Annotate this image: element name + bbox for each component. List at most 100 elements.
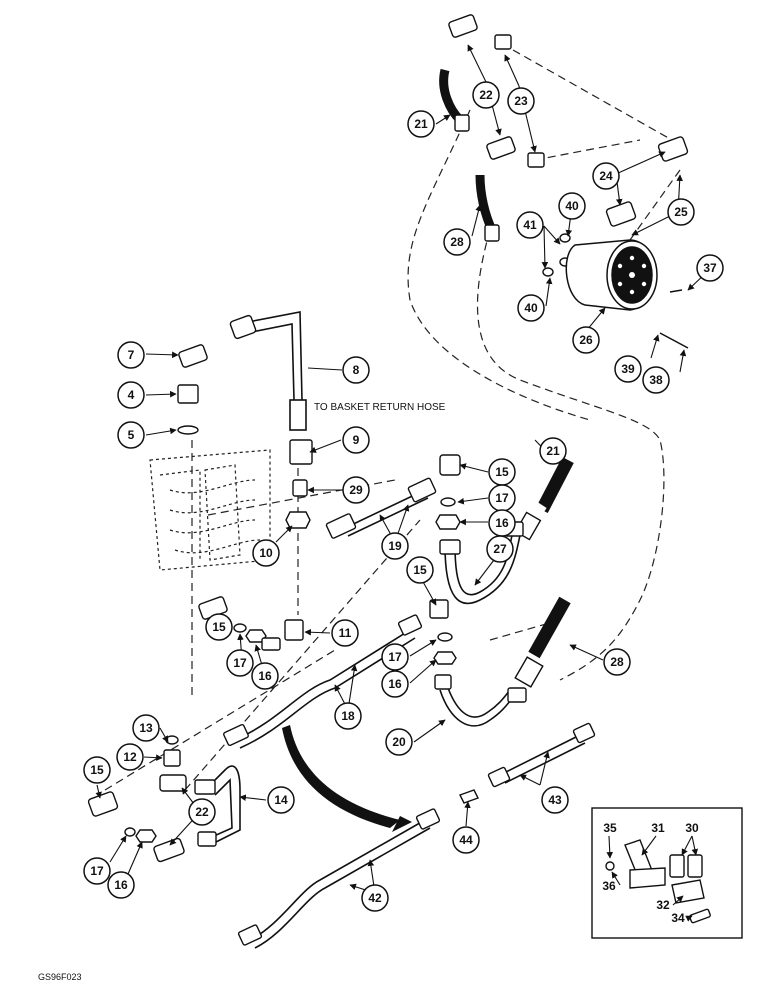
- hydraulic-motor: [565, 239, 689, 349]
- callout-8: 8: [342, 356, 370, 384]
- callout-7: 7: [117, 341, 145, 369]
- callout-17: 17: [83, 857, 111, 885]
- callout-4: 4: [117, 381, 145, 409]
- steel-lines: [204, 311, 586, 949]
- callout-7-label: 7: [128, 348, 135, 362]
- callout-16-label: 16: [258, 669, 272, 683]
- callout-23-label: 23: [514, 94, 528, 108]
- callout-15: 15: [205, 613, 233, 641]
- callout-8-label: 8: [353, 363, 360, 377]
- callout-38: 38: [642, 366, 670, 394]
- callout-22: 22: [472, 81, 500, 109]
- callout-42-label: 42: [368, 891, 382, 905]
- callout-11: 11: [331, 619, 359, 647]
- callout-28: 28: [603, 648, 631, 676]
- callout-17: 17: [226, 649, 254, 677]
- callout-9: 9: [342, 426, 370, 454]
- callout-10-label: 10: [259, 546, 273, 560]
- callout-27: 27: [486, 535, 514, 563]
- callout-14: 14: [267, 786, 295, 814]
- callout-28: 28: [443, 228, 471, 256]
- callout-15: 15: [488, 458, 516, 486]
- callout-31-label: 31: [651, 821, 665, 835]
- callout-22-label: 22: [479, 88, 493, 102]
- callout-28-label: 28: [450, 235, 464, 249]
- callout-38-label: 38: [649, 373, 663, 387]
- callout-34-label: 34: [671, 911, 685, 925]
- callout-18: 18: [334, 702, 362, 730]
- callout-10: 10: [252, 539, 280, 567]
- callout-35-label: 35: [603, 821, 617, 835]
- callout-16-label: 16: [388, 677, 402, 691]
- callout-17-label: 17: [388, 650, 402, 664]
- callout-25-label: 25: [674, 205, 688, 219]
- callout-17-label: 17: [495, 491, 509, 505]
- callout-14-label: 14: [274, 793, 288, 807]
- callout-19: 19: [381, 532, 409, 560]
- callout-43-label: 43: [548, 793, 562, 807]
- callout-26-label: 26: [579, 333, 593, 347]
- callout-31: 31: [651, 821, 665, 835]
- callout-42: 42: [361, 884, 389, 912]
- callout-24: 24: [592, 162, 620, 190]
- callout-15-label: 15: [212, 620, 226, 634]
- callout-18-label: 18: [341, 709, 355, 723]
- callout-21-label: 21: [414, 117, 428, 131]
- callout-34: 34: [671, 911, 685, 925]
- callout-43: 43: [541, 786, 569, 814]
- hoses: [439, 68, 574, 688]
- large-curved-arrow: [282, 725, 412, 832]
- callout-40-label: 40: [524, 301, 538, 315]
- callout-16-label: 16: [114, 878, 128, 892]
- callout-16: 16: [107, 871, 135, 899]
- callout-24-label: 24: [599, 169, 613, 183]
- callout-16: 16: [381, 670, 409, 698]
- callout-5: 5: [117, 421, 145, 449]
- callout-17-label: 17: [233, 656, 247, 670]
- callout-28-label: 28: [610, 655, 624, 669]
- callout-36-label: 36: [602, 879, 616, 893]
- callout-16-label: 16: [495, 516, 509, 530]
- callout-23: 23: [507, 87, 535, 115]
- callout-12: 12: [116, 743, 144, 771]
- callout-17: 17: [488, 484, 516, 512]
- callout-22: 22: [188, 798, 216, 826]
- callout-15: 15: [406, 556, 434, 584]
- callout-30: 30: [685, 821, 699, 835]
- callout-20-label: 20: [392, 735, 406, 749]
- callout-15-label: 15: [413, 563, 427, 577]
- fittings: [87, 14, 689, 946]
- callout-32: 32: [656, 898, 670, 912]
- callout-11-label: 11: [339, 626, 352, 640]
- callout-25: 25: [667, 198, 695, 226]
- callout-21: 21: [539, 437, 567, 465]
- callout-29: 29: [342, 476, 370, 504]
- callouts: 7 4 5 8 9 29 10 19 15 17 16 21 27 15 15 …: [83, 81, 724, 925]
- callout-22-label: 22: [195, 805, 209, 819]
- callout-17-label: 17: [90, 864, 104, 878]
- callout-15: 15: [83, 756, 111, 784]
- callout-27-label: 27: [493, 542, 507, 556]
- callout-44-label: 44: [459, 833, 473, 847]
- callout-40: 40: [517, 294, 545, 322]
- callout-32-label: 32: [656, 898, 670, 912]
- callout-16: 16: [488, 509, 516, 537]
- callout-26: 26: [572, 326, 600, 354]
- callout-16: 16: [251, 662, 279, 690]
- callout-40: 40: [558, 192, 586, 220]
- callout-15-label: 15: [495, 465, 509, 479]
- callout-41: 41: [516, 211, 544, 239]
- callout-5-label: 5: [128, 428, 135, 442]
- callout-13-label: 13: [139, 721, 153, 735]
- callout-19-label: 19: [388, 539, 402, 553]
- callout-41-label: 41: [523, 218, 537, 232]
- callout-36: 36: [602, 879, 616, 893]
- callout-35: 35: [603, 821, 617, 835]
- callout-39-label: 39: [621, 362, 635, 376]
- callout-17: 17: [381, 643, 409, 671]
- figure-code: GS96F023: [38, 972, 82, 982]
- callout-21: 21: [407, 110, 435, 138]
- control-valve-block: [149, 449, 271, 571]
- assembly-dashed-lines: [104, 49, 681, 791]
